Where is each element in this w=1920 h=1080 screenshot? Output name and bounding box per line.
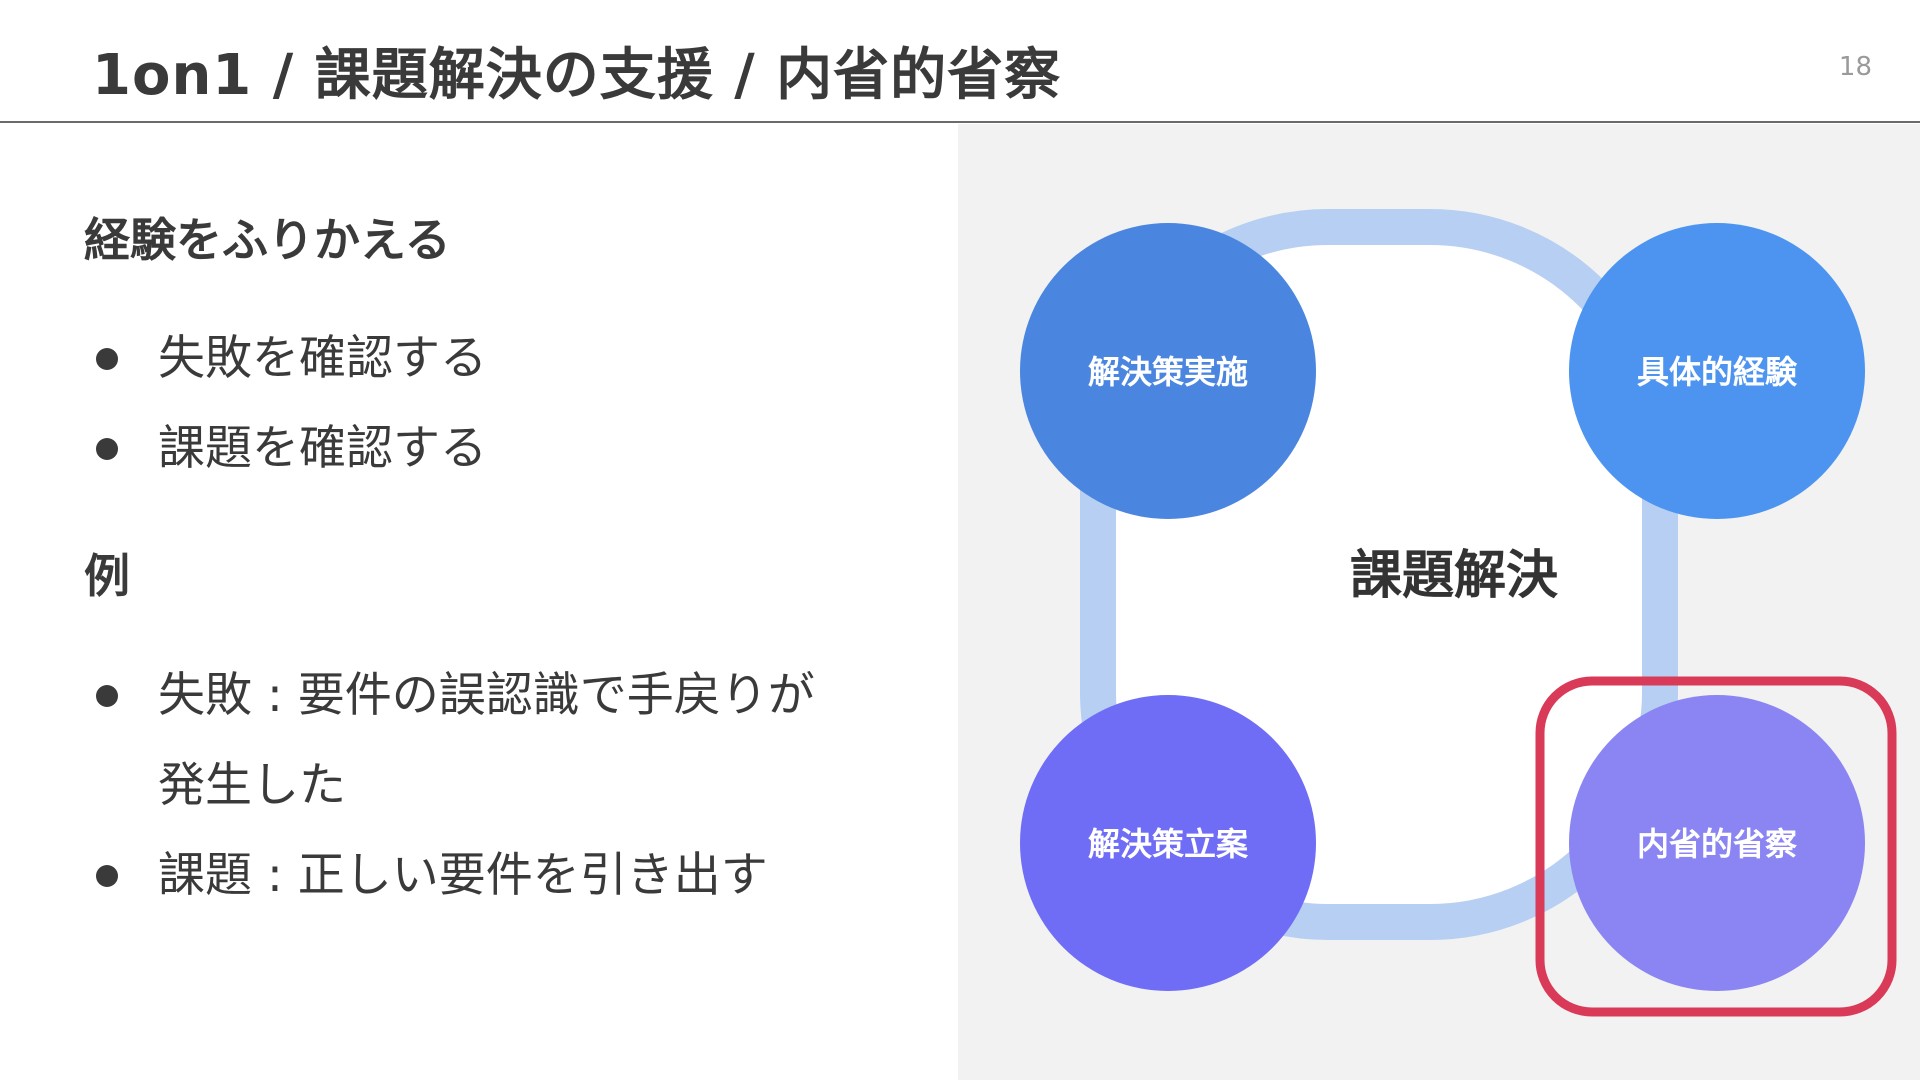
node-solution-implementation: 解決策実施	[1020, 223, 1316, 519]
section-heading-reflect: 経験をふりかえる	[84, 213, 451, 267]
node-concrete-experience: 具体的経験	[1569, 223, 1865, 519]
diagram-panel: 課題解決 解決策実施 具体的経験 解決策立案 内省的省察	[958, 124, 1920, 1080]
reflect-bullet-list: 失敗を確認する 課題を確認する	[84, 314, 487, 494]
node-circle	[1569, 223, 1865, 519]
section-heading-example: 例	[84, 549, 130, 603]
slide-header: 1on1 / 課題解決の支援 / 内省的省察 18	[0, 0, 1920, 123]
bullet-icon	[96, 685, 118, 707]
page-number: 18	[1838, 52, 1872, 82]
node-label: 内省的省察	[1637, 825, 1797, 863]
node-label: 解決策実施	[1088, 353, 1248, 391]
center-label: 課題解決	[1350, 546, 1558, 606]
problem-solving-cycle-diagram: 課題解決 解決策実施 具体的経験 解決策立案 内省的省察	[1020, 209, 1897, 1017]
node-circle	[1569, 695, 1865, 991]
list-item: 失敗 : 要件の誤認識で手戻りが 発生した	[84, 651, 815, 831]
list-item-text: 失敗 : 要件の誤認識で手戻りが	[158, 668, 815, 723]
list-item-text: 課題を確認する	[158, 421, 487, 476]
bullet-icon	[96, 348, 118, 370]
node-solution-planning: 解決策立案	[1020, 695, 1316, 991]
node-label: 具体的経験	[1637, 353, 1798, 391]
bullet-icon	[96, 865, 118, 887]
list-item: 課題 : 正しい要件を引き出す	[84, 831, 815, 921]
list-item-text-continued: 発生した	[158, 758, 346, 813]
bullet-icon	[96, 438, 118, 460]
example-bullet-list: 失敗 : 要件の誤認識で手戻りが 発生した 課題 : 正しい要件を引き出す	[84, 651, 815, 921]
slide-title: 1on1 / 課題解決の支援 / 内省的省察	[92, 43, 1062, 108]
highlight-box	[1535, 676, 1897, 1017]
list-item-text: 失敗を確認する	[158, 331, 487, 386]
node-circle	[1020, 695, 1316, 991]
text-panel: 経験をふりかえる 失敗を確認する 課題を確認する 例 失敗 : 要件の誤認識で手…	[0, 124, 958, 1080]
list-item: 失敗を確認する	[84, 314, 487, 404]
node-circle	[1020, 223, 1316, 519]
list-item-text: 課題 : 正しい要件を引き出す	[158, 848, 768, 903]
list-item: 課題を確認する	[84, 404, 487, 494]
node-reflective-observation: 内省的省察	[1569, 695, 1865, 991]
node-label: 解決策立案	[1088, 825, 1249, 863]
